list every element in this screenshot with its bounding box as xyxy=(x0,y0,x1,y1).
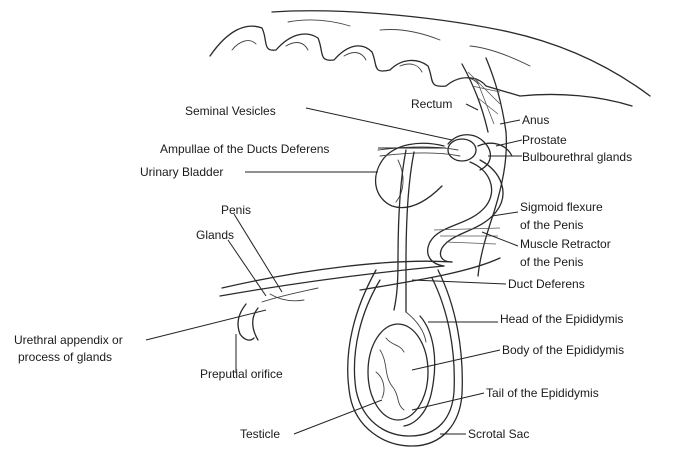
label-head-epididymis: Head of the Epididymis xyxy=(500,312,623,326)
label-preputial-orifice: Preputial orifice xyxy=(200,367,283,381)
label-body-epididymis: Body of the Epididymis xyxy=(502,343,624,357)
penis-shaft xyxy=(220,258,500,301)
label-urinary-bladder: Urinary Bladder xyxy=(140,165,223,179)
label-testicle: Testicle xyxy=(240,427,280,441)
label-duct-deferens: Duct Deferens xyxy=(508,277,585,291)
label-sigmoid-flexure-2: of the Penis xyxy=(520,218,583,232)
label-sigmoid-flexure: Sigmoid flexure xyxy=(520,200,603,214)
label-penis: Penis xyxy=(221,203,251,217)
label-scrotal-sac: Scrotal Sac xyxy=(468,427,529,441)
label-urethral-appendix-2: process of glands xyxy=(18,350,112,364)
accessory-glands xyxy=(378,135,512,170)
scrotum xyxy=(348,270,463,446)
label-glands: Glands xyxy=(196,228,234,242)
label-anus: Anus xyxy=(522,113,549,127)
duct-deferens xyxy=(394,150,414,312)
label-urethral-appendix: Urethral appendix or xyxy=(14,333,123,347)
label-ampullae: Ampullae of the Ducts Deferens xyxy=(160,142,329,156)
label-tail-epididymis: Tail of the Epididymis xyxy=(486,386,599,400)
label-muscle-retractor-2: of the Penis xyxy=(520,255,583,269)
label-rectum: Rectum xyxy=(411,97,452,111)
label-seminal-vesicles: Seminal Vesicles xyxy=(185,104,276,118)
label-muscle-retractor: Muscle Retractor xyxy=(520,237,611,251)
urethra-sigmoid xyxy=(428,160,503,266)
pelvic-bone xyxy=(210,11,650,106)
label-bulbourethral-glands: Bulbourethral glands xyxy=(522,150,632,164)
label-prostate: Prostate xyxy=(522,133,567,147)
